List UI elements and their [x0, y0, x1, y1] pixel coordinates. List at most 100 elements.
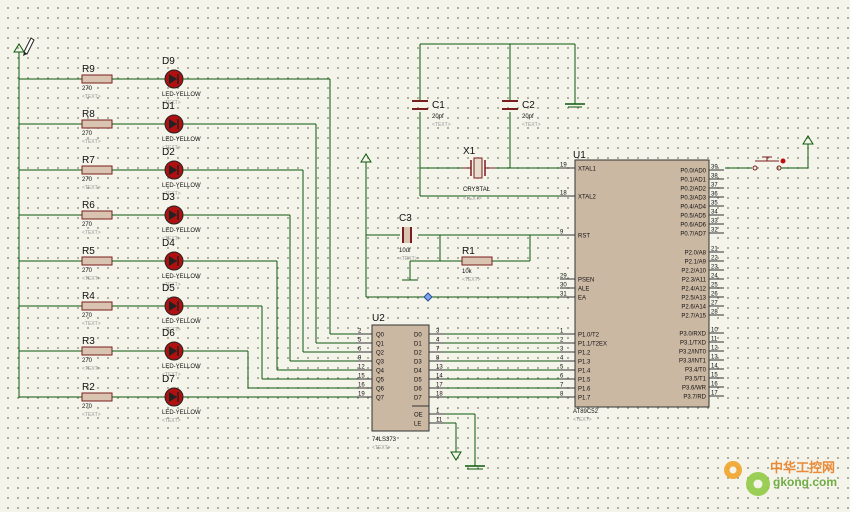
u2-pin-q3[interactable]: 9Q3: [356, 356, 385, 366]
led-ref: D6: [162, 328, 175, 339]
u2-74ls373[interactable]: U2 74LS373 <TEXT> 2Q05Q16Q29Q312Q415Q516…: [356, 313, 445, 451]
pencil-icon[interactable]: [23, 37, 35, 56]
u1-pin-p1-5[interactable]: 6P1.5: [560, 374, 591, 384]
u1-pin-p1-2[interactable]: 3P1.2: [560, 347, 591, 357]
pin-label: P0.0/AD0: [680, 169, 706, 175]
u2-pin-q0[interactable]: 2Q0: [356, 329, 385, 339]
pin-label: P1.0/T2: [578, 333, 600, 339]
u1-pin-p1-6[interactable]: 7P1.6: [560, 383, 591, 393]
c3-value: 10uf: [399, 248, 411, 254]
u1-at89c52[interactable]: U1 AT89C52 <TEXT> 19XTAL118XTAL29RST29PS…: [560, 150, 724, 423]
u1-pin-p1-1-t2ex[interactable]: 2P1.1/T2EX: [560, 338, 607, 348]
ea-probe-icon[interactable]: [423, 292, 433, 302]
u2-pin-d0[interactable]: 3D0: [414, 329, 445, 339]
c1-capacitor[interactable]: C1 20pf <TEXT>: [412, 100, 451, 128]
r1-resistor[interactable]: R1 10k <TEXT>: [461, 246, 493, 283]
u2-pin-d3[interactable]: 8D3: [414, 356, 445, 366]
u2-pin-q1[interactable]: 5Q1: [356, 338, 385, 348]
pin-label: P1.6: [578, 387, 591, 393]
vcc-terminal-reset[interactable]: [360, 153, 372, 163]
c2-capacitor[interactable]: C2 20pf <TEXT>: [502, 100, 541, 128]
u2-pin-d2[interactable]: 7D2: [414, 347, 445, 357]
le-terminal-icon[interactable]: [450, 451, 462, 461]
u1-pin-p1-3[interactable]: 4P1.3: [560, 356, 591, 366]
resistor-ref: R8: [82, 109, 95, 120]
pin-number: 21: [711, 247, 718, 253]
pin-label: Q1: [376, 342, 385, 348]
pin-number: 14: [711, 364, 718, 370]
u1-pin-p1-0-t2[interactable]: 1P1.0/T2: [560, 329, 600, 339]
u1-pin-p1-4[interactable]: 5P1.4: [560, 365, 591, 375]
c3-capacitor[interactable]: C3 10uf <TEXT>: [399, 213, 418, 262]
u1-pin-p1-7[interactable]: 8P1.7: [560, 392, 591, 402]
pin-number: 14: [436, 374, 443, 380]
push-button[interactable]: [725, 135, 814, 171]
c1-text: <TEXT>: [432, 122, 451, 128]
u2-pin-d1[interactable]: 4D1: [414, 338, 445, 348]
led-text: <TEXT>: [162, 418, 181, 424]
pin-label: P0.1/AD1: [680, 178, 706, 184]
vcc-terminal-left[interactable]: [13, 43, 25, 398]
pin-number: 11: [436, 418, 443, 424]
u2-pin-oe[interactable]: 1OE: [414, 409, 445, 419]
u2-pin-q2[interactable]: 6Q2: [356, 347, 385, 357]
x1-crystal[interactable]: X1 CRYSTAL <TEXT>: [463, 146, 495, 202]
